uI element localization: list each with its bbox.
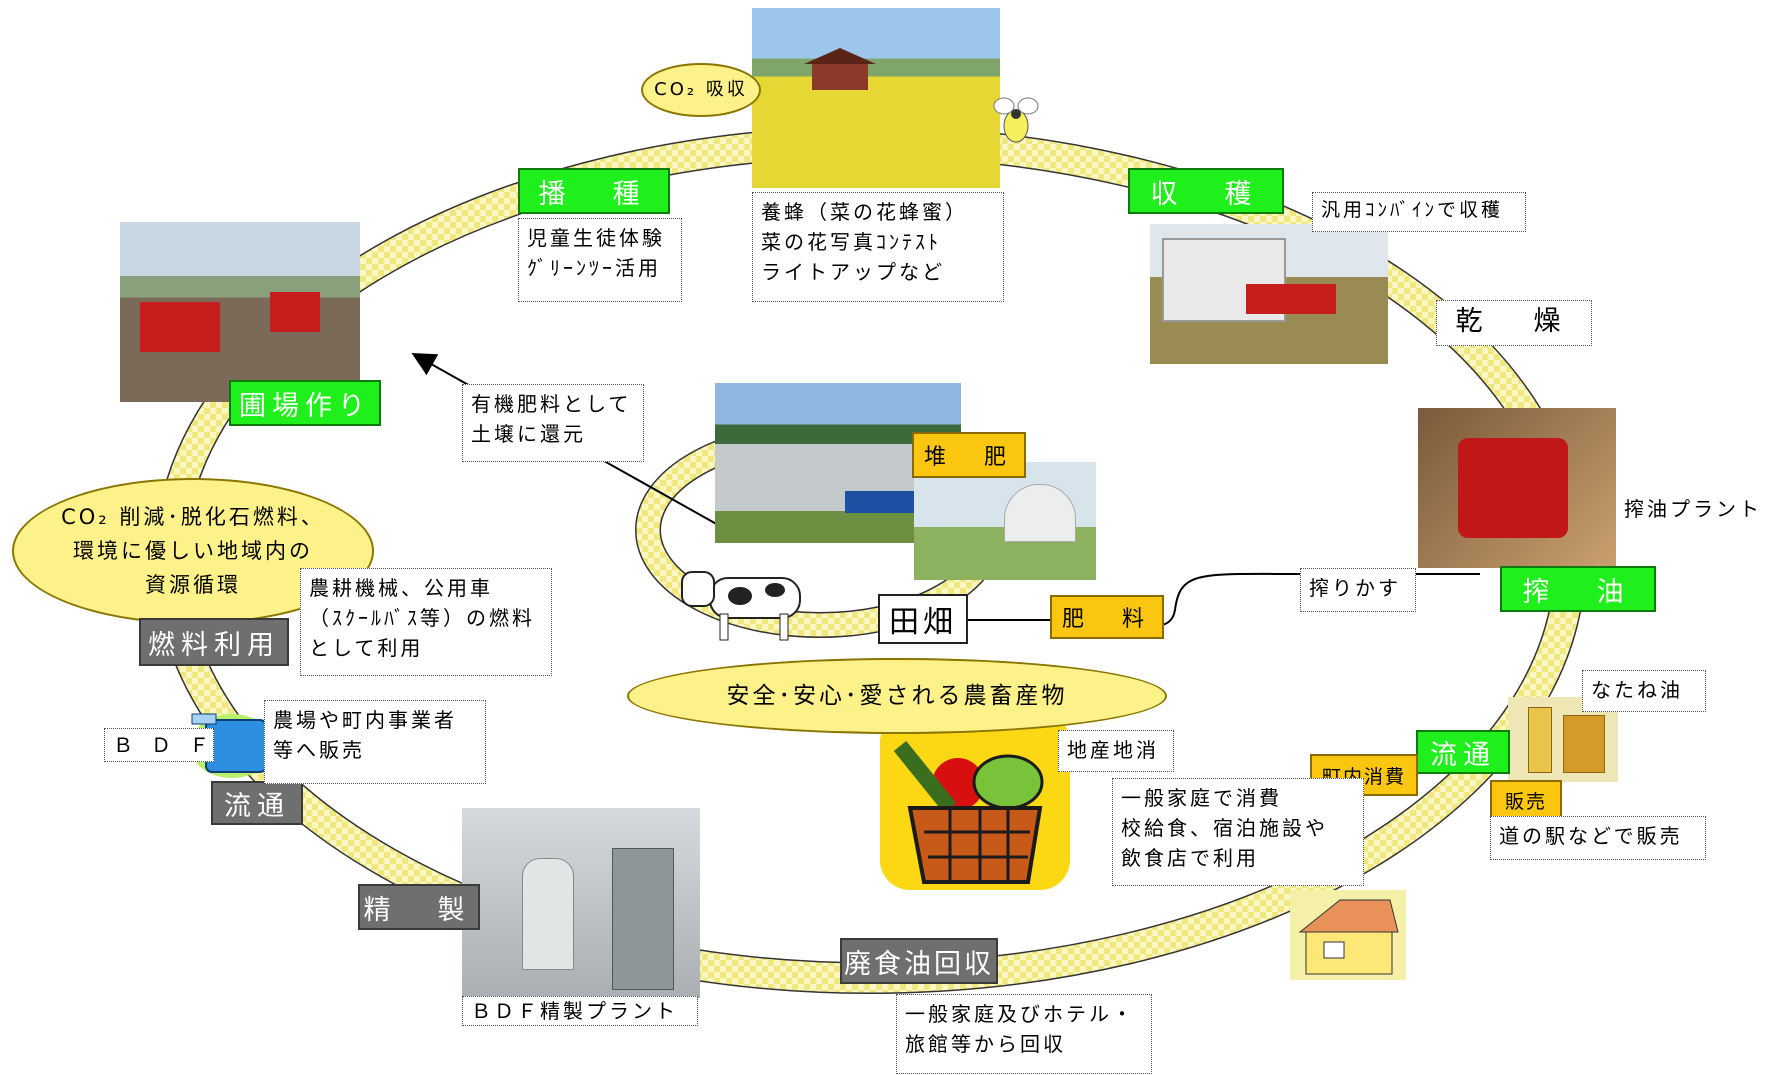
note-sell-business: 農場や町内事業者 等へ販売 <box>264 700 486 784</box>
stage-compost: 堆 肥 <box>912 432 1026 478</box>
tractor-1 <box>140 302 220 352</box>
combine-harvester-photo <box>1150 224 1388 364</box>
farmhouse <box>812 60 868 90</box>
tank-2 <box>612 848 674 990</box>
note-organic: 有機肥料として 土壌に還元 <box>462 384 644 462</box>
stage-fuel-use: 燃料利用 <box>139 618 289 666</box>
note-combine: 汎用ｺﾝﾊﾞｲﾝで収穫 <box>1312 192 1526 232</box>
note-bdf-plant: ＢＤＦ精製プラント <box>462 996 698 1026</box>
rapeseed-oil-photo <box>1508 697 1618 782</box>
stage-drying: 乾 燥 <box>1436 300 1592 346</box>
stage-oil-press: 搾 油 <box>1500 566 1656 612</box>
safe-produce-bubble: 安全･安心･愛される農畜産物 <box>627 658 1167 734</box>
co2-absorb-bubble: CO₂ 吸収 <box>641 63 761 117</box>
combine-header <box>1246 284 1336 314</box>
stage-sowing: 播 種 <box>518 168 670 214</box>
tractor-2 <box>270 292 320 332</box>
oil-box <box>1563 715 1605 773</box>
note-press-cake: 搾りかす <box>1300 568 1416 612</box>
note-press-plant: 搾油プラント <box>1624 497 1762 521</box>
oil-press-plant-photo <box>1418 408 1616 568</box>
stage-distribution-right: 流通 <box>1416 730 1510 774</box>
stage-field: 田畑 <box>878 594 968 644</box>
stage-distribution-left: 流通 <box>211 781 303 825</box>
house-icon <box>1290 890 1406 980</box>
stage-fertilizer: 肥 料 <box>1050 595 1164 639</box>
farmhouse-roof <box>804 48 876 64</box>
vegetable-basket-icon <box>880 712 1070 890</box>
note-beekeeping: 養蜂（菜の花蜂蜜） 菜の花写真ｺﾝﾃｽﾄ ライトアップなど <box>752 192 1004 302</box>
note-household: 一般家庭で消費 校給食、宿泊施設や 飲食店で利用 <box>1112 778 1364 886</box>
stage-harvest: 収 穫 <box>1128 168 1284 214</box>
note-farm-machine: 農耕機械、公用車 （ｽｸｰﾙﾊﾞｽ等）の燃料 として利用 <box>300 568 552 676</box>
note-students: 児童生徒体験 ｸﾞﾘｰﾝﾂｰ活用 <box>518 218 682 302</box>
tank-1 <box>522 858 574 970</box>
stage-refining: 精 製 <box>358 884 480 930</box>
note-collect: 一般家庭及びホテル・ 旅館等から回収 <box>896 994 1152 1074</box>
stage-field-prep: 圃場作り <box>229 380 381 426</box>
bdf-refinery-photo <box>462 808 700 998</box>
oil-bottle <box>1528 707 1552 773</box>
note-bdf: ＢＤＦ <box>104 728 214 762</box>
cow-icon <box>680 568 810 644</box>
compost-plant-photo <box>914 462 1096 580</box>
stage-waste-oil: 廃食油回収 <box>840 938 998 984</box>
tractor-photo <box>120 222 360 402</box>
press-machine <box>1458 438 1568 538</box>
note-roadside: 道の駅などで販売 <box>1490 816 1706 860</box>
note-rapeseed-oil: なたね油 <box>1582 670 1706 712</box>
dome <box>1004 484 1076 542</box>
stage-sales: 販売 <box>1490 780 1562 820</box>
rapeseed-field-photo <box>752 8 1000 188</box>
note-local: 地産地消 <box>1058 730 1174 772</box>
bee-icon <box>990 92 1042 148</box>
